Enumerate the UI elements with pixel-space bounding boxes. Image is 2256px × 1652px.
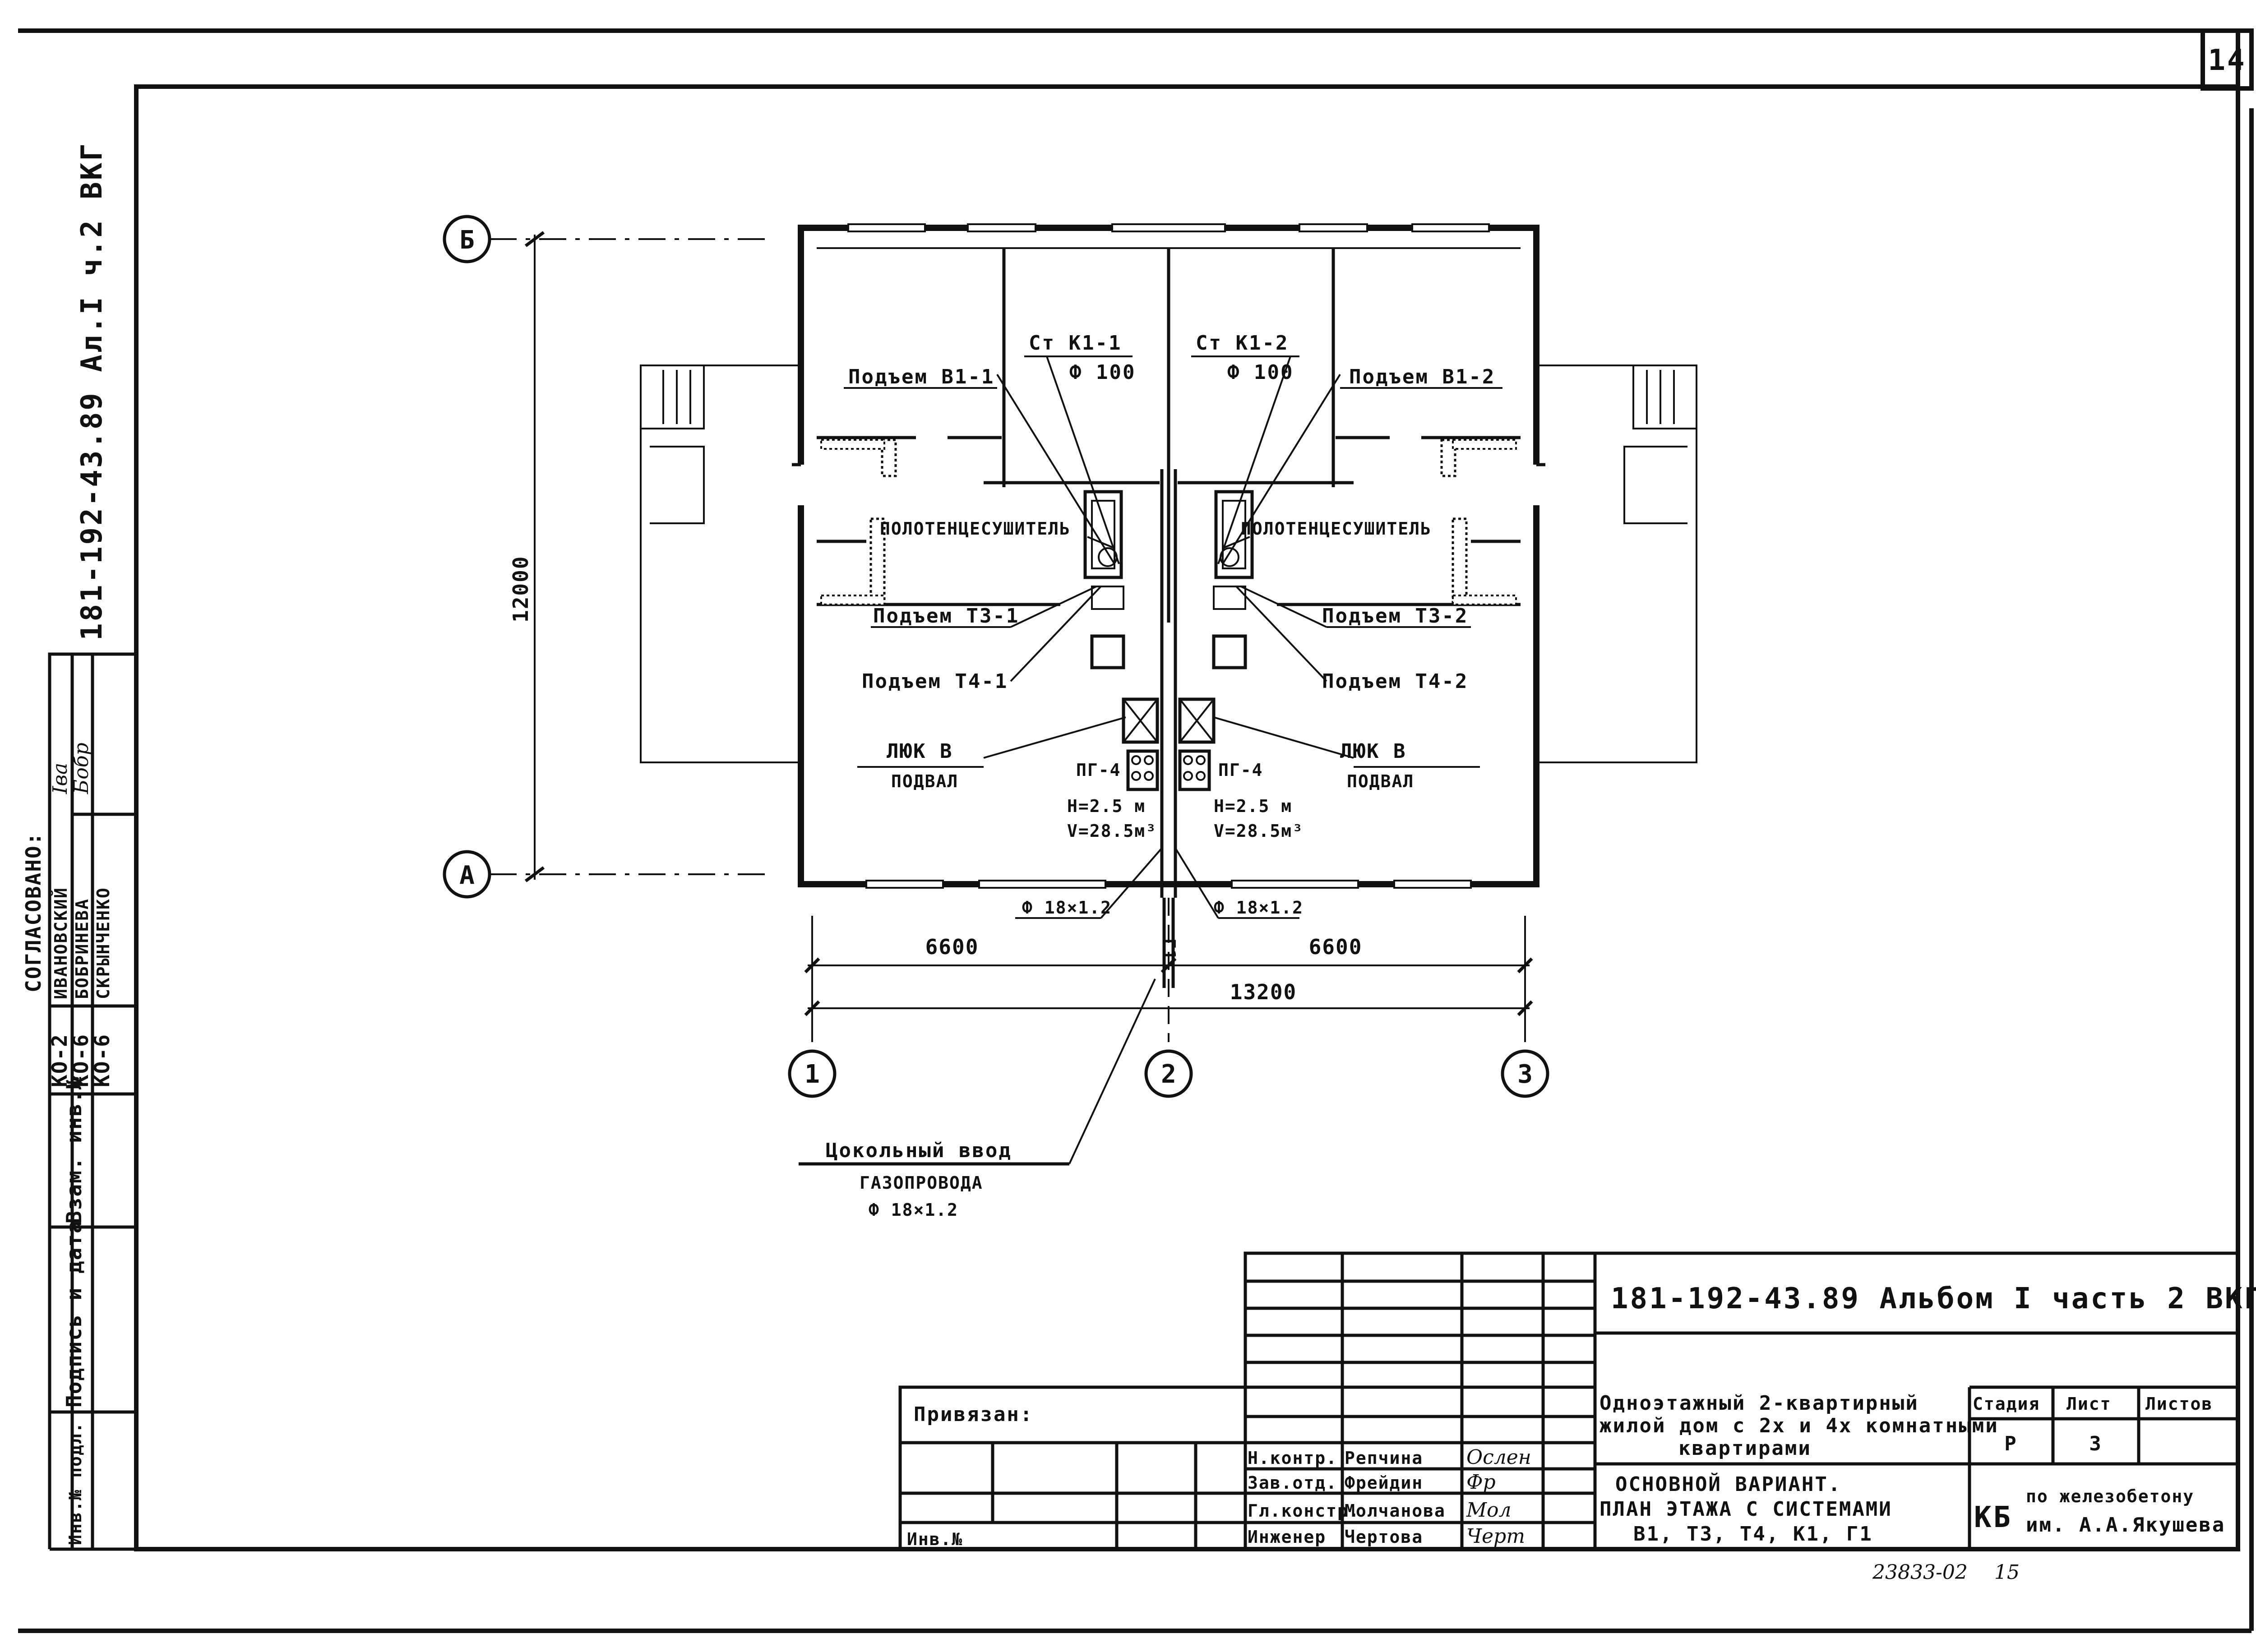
label-h-left: Н=2.5 м xyxy=(1067,796,1146,816)
staff-sign-4: Черт xyxy=(1466,1525,1525,1548)
stage-header: Стадия xyxy=(1973,1394,2040,1414)
side-stamp: 181-192-43.89 Ал.I ч.2 ВКГ СОГЛАСОВАНО: … xyxy=(21,142,138,1551)
axis-marker-3: 3 xyxy=(1501,1049,1549,1098)
staff-sign-2: Фр xyxy=(1466,1471,1496,1494)
staff-sign-3: Мол xyxy=(1466,1499,1512,1522)
agreed-sign-2: Бобр xyxy=(70,743,93,794)
dim-right: 6600 xyxy=(1309,935,1363,959)
staff-role-3: Гл.констр. xyxy=(1248,1501,1360,1521)
sheet-title-1: ОСНОВНОЙ ВАРИАНТ. xyxy=(1615,1472,1841,1496)
label-pg-left: ПГ-4 xyxy=(1076,760,1121,780)
dim-left: 6600 xyxy=(925,935,979,959)
agreed-name-1: ИВАНОВСКИЙ xyxy=(51,887,71,999)
agreed-code-1: КО-2 xyxy=(47,1034,72,1087)
org-line-1: по железобетону xyxy=(2026,1486,2194,1506)
dim-total: 13200 xyxy=(1230,980,1297,1004)
staff-role-2: Зав.отд. xyxy=(1248,1473,1337,1493)
project-title-1: Одноэтажный 2-квартирный xyxy=(1600,1392,1919,1415)
doc-code: 181-192-43.89 Альбом I часть 2 ВКГ xyxy=(1611,1282,2256,1315)
svg-text:1: 1 xyxy=(804,1060,820,1089)
label-h-right: Н=2.5 м xyxy=(1214,796,1292,816)
axis-marker-1: 1 xyxy=(788,1049,837,1098)
title-block xyxy=(898,1251,2240,1551)
staff-name-4: Чертова xyxy=(1345,1527,1423,1547)
label-d100-left: Ф 100 xyxy=(1069,361,1136,384)
label-inlet-3: Ф 18×1.2 xyxy=(869,1200,958,1220)
agreed-name-2: БОБРИНЕВА xyxy=(72,898,92,999)
agreed-code-3: КО-6 xyxy=(90,1034,114,1087)
label-st-k1-1: Ст К1-1 xyxy=(1029,332,1122,355)
inv-no-label: Инв.№ xyxy=(907,1529,963,1549)
svg-text:3: 3 xyxy=(1517,1060,1533,1089)
sheet-value: 3 xyxy=(2089,1432,2103,1455)
label-t4-2: Подъем Т4-2 xyxy=(1322,670,1468,693)
svg-text:Б: Б xyxy=(459,226,475,255)
label-hatch-right-2: ПОДВАЛ xyxy=(1347,771,1414,791)
staff-role-1: Н.контр. xyxy=(1248,1448,1337,1468)
floor-plan xyxy=(490,223,1697,1166)
label-inlet-1: Цокольный ввод xyxy=(826,1139,1012,1162)
label-v-left: V=28.5м³ xyxy=(1067,821,1157,841)
label-g1: Г1 xyxy=(1159,938,1179,961)
staff-name-3: Молчанова xyxy=(1345,1501,1446,1521)
axis-marker-b: Б xyxy=(443,215,491,263)
agreed-label: СОГЛАСОВАНО: xyxy=(21,832,46,992)
sheet-title-3: В1, Т3, Т4, К1, Г1 xyxy=(1633,1523,1873,1546)
agreed-code-2: КО-6 xyxy=(69,1034,93,1087)
label-hatch-left-1: ЛЮК В xyxy=(887,740,953,763)
label-hatch-right-1: ЛЮК В xyxy=(1340,740,1406,763)
archive-page: 15 xyxy=(1994,1561,2020,1584)
sheet-header: Лист xyxy=(2066,1394,2112,1414)
label-t3-2: Подъем Т3-2 xyxy=(1322,605,1468,628)
label-towel-right: ПОЛОТЕНЦЕСУШИТЕЛЬ xyxy=(1241,519,1432,539)
staff-name-2: Фрейдин xyxy=(1345,1473,1423,1493)
label-inlet-2: ГАЗОПРОВОДА xyxy=(860,1173,983,1193)
staff-role-4: Инженер xyxy=(1248,1527,1326,1547)
label-st-k1-2: Ст К1-2 xyxy=(1196,332,1289,355)
project-title-3: квартирами xyxy=(1678,1437,1812,1460)
agreed-name-3: СКРЫНЧЕНКО xyxy=(93,887,113,999)
inv-label-1: Инв.№ подл. xyxy=(65,1421,85,1545)
axis-marker-2: 2 xyxy=(1144,1049,1193,1098)
dim-height: 12000 xyxy=(509,556,533,623)
stage-value: Р xyxy=(2004,1432,2018,1455)
label-towel-left: ПОЛОТЕНЦЕСУШИТЕЛЬ xyxy=(880,519,1071,539)
label-v-right: V=28.5м³ xyxy=(1214,821,1304,841)
archive-number: 23833-02 xyxy=(1872,1561,1968,1584)
sheets-header: Листов xyxy=(2145,1394,2213,1414)
axis-marker-a: А xyxy=(443,850,491,899)
staff-name-1: Репчина xyxy=(1345,1448,1423,1468)
svg-text:А: А xyxy=(459,861,475,890)
label-pipe-left: Ф 18×1.2 xyxy=(1022,898,1112,918)
bound-label: Привязан: xyxy=(914,1403,1033,1426)
label-pipe-right: Ф 18×1.2 xyxy=(1214,898,1304,918)
svg-text:2: 2 xyxy=(1161,1060,1176,1089)
label-pg-right: ПГ-4 xyxy=(1218,760,1263,780)
inv-label-3: Взам. инв.№ xyxy=(62,1076,86,1223)
project-title-2: жилой дом с 2х и 4х комнатными xyxy=(1600,1414,1999,1437)
org-line-2: им. А.А.Якушева xyxy=(2026,1514,2225,1537)
label-riser-b1-2: Подъем В1-2 xyxy=(1349,365,1495,388)
label-t4-1: Подъем Т4-1 xyxy=(862,670,1008,693)
label-hatch-left-2: ПОДВАЛ xyxy=(891,771,958,791)
inv-label-2: Подпись и дата xyxy=(62,1220,86,1407)
sheet-title-2: ПЛАН ЭТАЖА С СИСТЕМАМИ xyxy=(1600,1498,1892,1521)
side-vertical-code: 181-192-43.89 Ал.I ч.2 ВКГ xyxy=(75,142,109,641)
label-riser-b1-1: Подъем В1-1 xyxy=(848,365,994,388)
org-mark: КБ xyxy=(1974,1501,2012,1534)
staff-sign-1: Ослен xyxy=(1466,1446,1531,1469)
sheet-number: 14 xyxy=(2208,44,2246,77)
label-d100-right: Ф 100 xyxy=(1227,361,1294,384)
agreed-sign-1: Іва xyxy=(49,763,72,794)
label-t3-1: Подъем Т3-1 xyxy=(873,605,1019,628)
